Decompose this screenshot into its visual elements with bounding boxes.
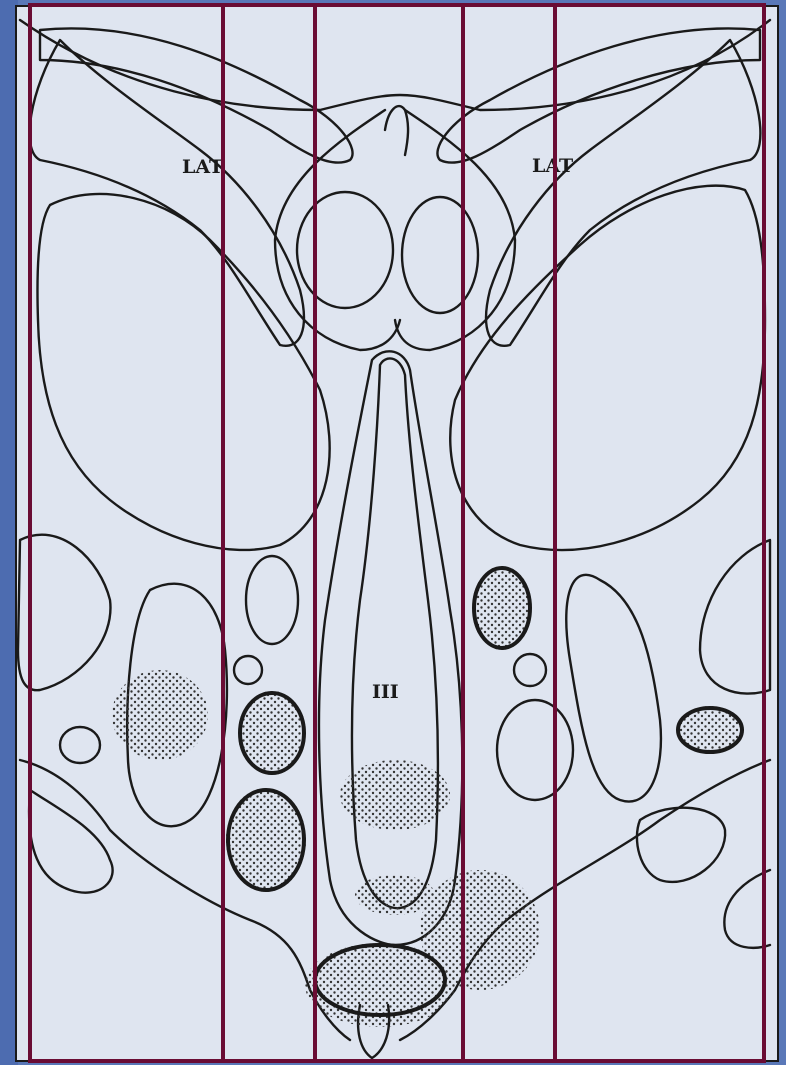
stipple-left-a bbox=[112, 670, 208, 760]
stipple-third-ventricle-low bbox=[355, 875, 435, 915]
label-lat-left: LAT bbox=[182, 156, 223, 178]
label-lat-right: LAT bbox=[532, 155, 573, 177]
stipple-third-ventricle-mid bbox=[340, 760, 450, 830]
label-third-ventricle: III bbox=[372, 681, 399, 703]
stipple-bottom-right bbox=[420, 870, 540, 990]
